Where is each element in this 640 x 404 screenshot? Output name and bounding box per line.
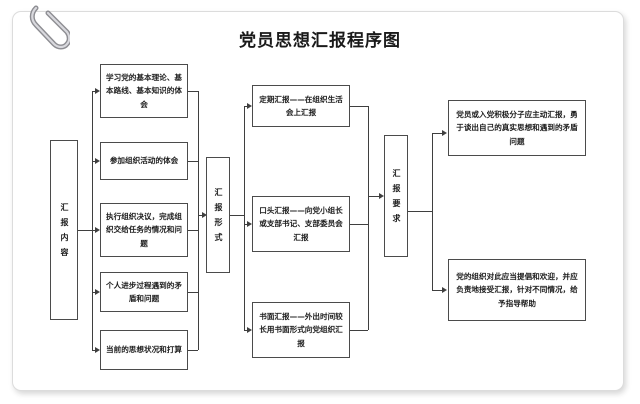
page-title: 党员思想汇报程序图 xyxy=(239,31,401,51)
merge-s2-bus xyxy=(368,106,369,330)
content-item-0[interactable]: 学习党的基本理论、基本路线、基本知识的体会 xyxy=(100,64,188,118)
merge-s2-2 xyxy=(350,330,368,331)
arrowhead-s2-2 xyxy=(247,327,252,333)
merge-s1-2 xyxy=(188,230,198,231)
merge-s2-1 xyxy=(350,224,368,225)
content-item-3[interactable]: 个人进步过程遇到的矛盾和问题 xyxy=(100,272,188,312)
connector-s2-bus xyxy=(244,106,245,330)
arrowhead-s2-0 xyxy=(247,103,252,109)
content-item-2[interactable]: 执行组织决议，完成组织交给任务的情况和问题 xyxy=(100,203,188,257)
paperclip-icon xyxy=(29,5,70,50)
form-item-2[interactable]: 书面汇报——外出时间较长用书面形式向党组织汇报 xyxy=(252,302,350,358)
arrowhead-s1-0 xyxy=(95,88,100,94)
form-item-0[interactable]: 定期汇报——在组织生活会上汇报 xyxy=(252,85,350,127)
connector-s2-a0 xyxy=(244,106,248,107)
merge-s1-3 xyxy=(188,292,198,293)
connector-s1-a1 xyxy=(92,161,96,162)
content-item-1[interactable]: 参加组织活动的体会 xyxy=(100,142,188,180)
merge-s2-to-s3 xyxy=(368,196,380,197)
connector-s1-a4 xyxy=(92,350,96,351)
content-item-4[interactable]: 当前的思想状况和打算 xyxy=(100,330,188,370)
merge-s1-0 xyxy=(188,91,198,92)
merge-s1-4 xyxy=(188,350,198,351)
merge-s1-bus xyxy=(198,91,199,350)
connector-s1-a3 xyxy=(92,292,96,293)
stage-label-huibao-neirong[interactable]: 汇报内容 xyxy=(50,140,78,320)
arrowhead-s1-3 xyxy=(95,289,100,295)
connector-s2-a2 xyxy=(244,330,248,331)
arrowhead-s2-1 xyxy=(247,221,252,227)
connector-s1-out xyxy=(78,230,92,231)
arrowhead-s3-1 xyxy=(442,287,447,293)
arrowhead-s1-2 xyxy=(95,227,100,233)
arrowhead-s3-in xyxy=(379,193,384,199)
connector-s3-a0 xyxy=(432,133,444,134)
merge-s1-to-s2 xyxy=(198,215,203,216)
arrowhead-s2-in xyxy=(202,212,207,218)
connector-s1-bus xyxy=(92,91,93,350)
arrowhead-s1-1 xyxy=(95,158,100,164)
stage-label-huibao-yaoqiu[interactable]: 汇报要求 xyxy=(384,135,408,257)
connector-s3-a1 xyxy=(432,290,444,291)
connector-s1-a0 xyxy=(92,91,96,92)
connector-s1-a2 xyxy=(92,230,96,231)
merge-s1-1 xyxy=(188,161,198,162)
arrowhead-s1-4 xyxy=(95,347,100,353)
merge-s2-0 xyxy=(350,106,368,107)
requirement-item-1[interactable]: 党的组织对此应当提倡和欢迎，并应负责地接受汇报，针对不同情况，给予指导帮助 xyxy=(448,259,586,321)
connector-s2-a1 xyxy=(244,224,248,225)
arrowhead-s3-0 xyxy=(442,130,447,136)
connector-s3-bus xyxy=(432,133,433,290)
form-item-1[interactable]: 口头汇报——向党小组长或支部书记、支部委员会汇报 xyxy=(252,196,350,252)
connector-s3-out xyxy=(408,211,432,212)
stage-label-huibao-xingshi[interactable]: 汇报形式 xyxy=(206,157,230,273)
requirement-item-0[interactable]: 党员或入党积极分子应主动汇报，勇于谈出自己的真实思想和遇到的矛盾问题 xyxy=(448,100,586,156)
connector-s2-out xyxy=(230,215,244,216)
